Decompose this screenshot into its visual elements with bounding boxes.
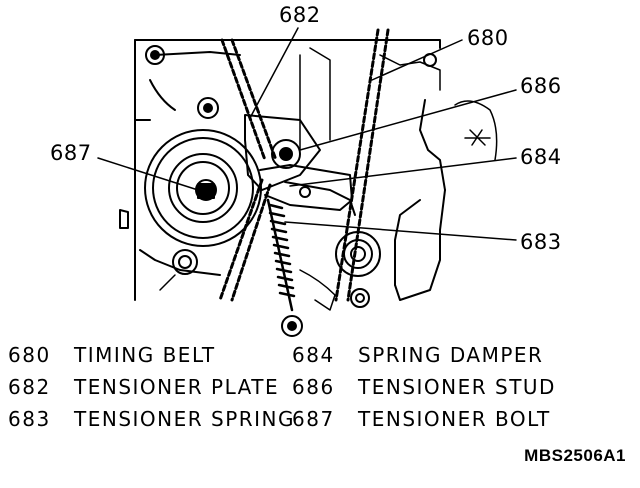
leader-682 [249,27,299,119]
leader-686 [299,89,517,151]
tensioner-spring [266,198,296,312]
leader-684 [289,157,517,187]
legend-name: SPRING DAMPER [358,343,544,367]
legend-number: 686 [292,375,335,399]
callout-683: 683 [520,230,562,254]
housing-bolt-right [350,53,437,308]
leader-lines [97,27,517,241]
legend-number: 680 [8,343,51,367]
callout-680: 680 [467,26,509,50]
housing-bolt-upper [197,97,219,119]
callout-682: 682 [279,3,321,27]
legend-number: 684 [292,343,335,367]
callout-687: 687 [50,141,92,165]
legend-number: 687 [292,407,335,431]
housing-bolt-top [145,45,165,65]
legend-name: TIMING BELT [74,343,216,367]
tensioner-diagram [97,27,517,337]
engine-housing [119,39,498,311]
figure-id: MBS2506A1 [524,446,626,465]
housing-bolt-lower [159,249,198,291]
callout-684: 684 [520,145,562,169]
tensioner-stud [271,139,301,169]
timing-belt [218,28,390,302]
spring-damper [284,181,356,216]
legend-name: TENSIONER BOLT [358,407,551,431]
legend-number: 683 [8,407,51,431]
legend-number: 682 [8,375,51,399]
callout-686: 686 [520,74,562,98]
leader-680 [371,39,463,81]
spring-anchor [281,315,303,337]
camshaft-pulley [144,129,262,247]
legend-name: TENSIONER STUD [358,375,556,399]
leader-687 [97,157,199,191]
legend-name: TENSIONER SPRING [74,407,296,431]
legend-name: TENSIONER PLATE [74,375,280,399]
tensioner-plate [244,114,353,211]
leader-683 [284,221,517,241]
